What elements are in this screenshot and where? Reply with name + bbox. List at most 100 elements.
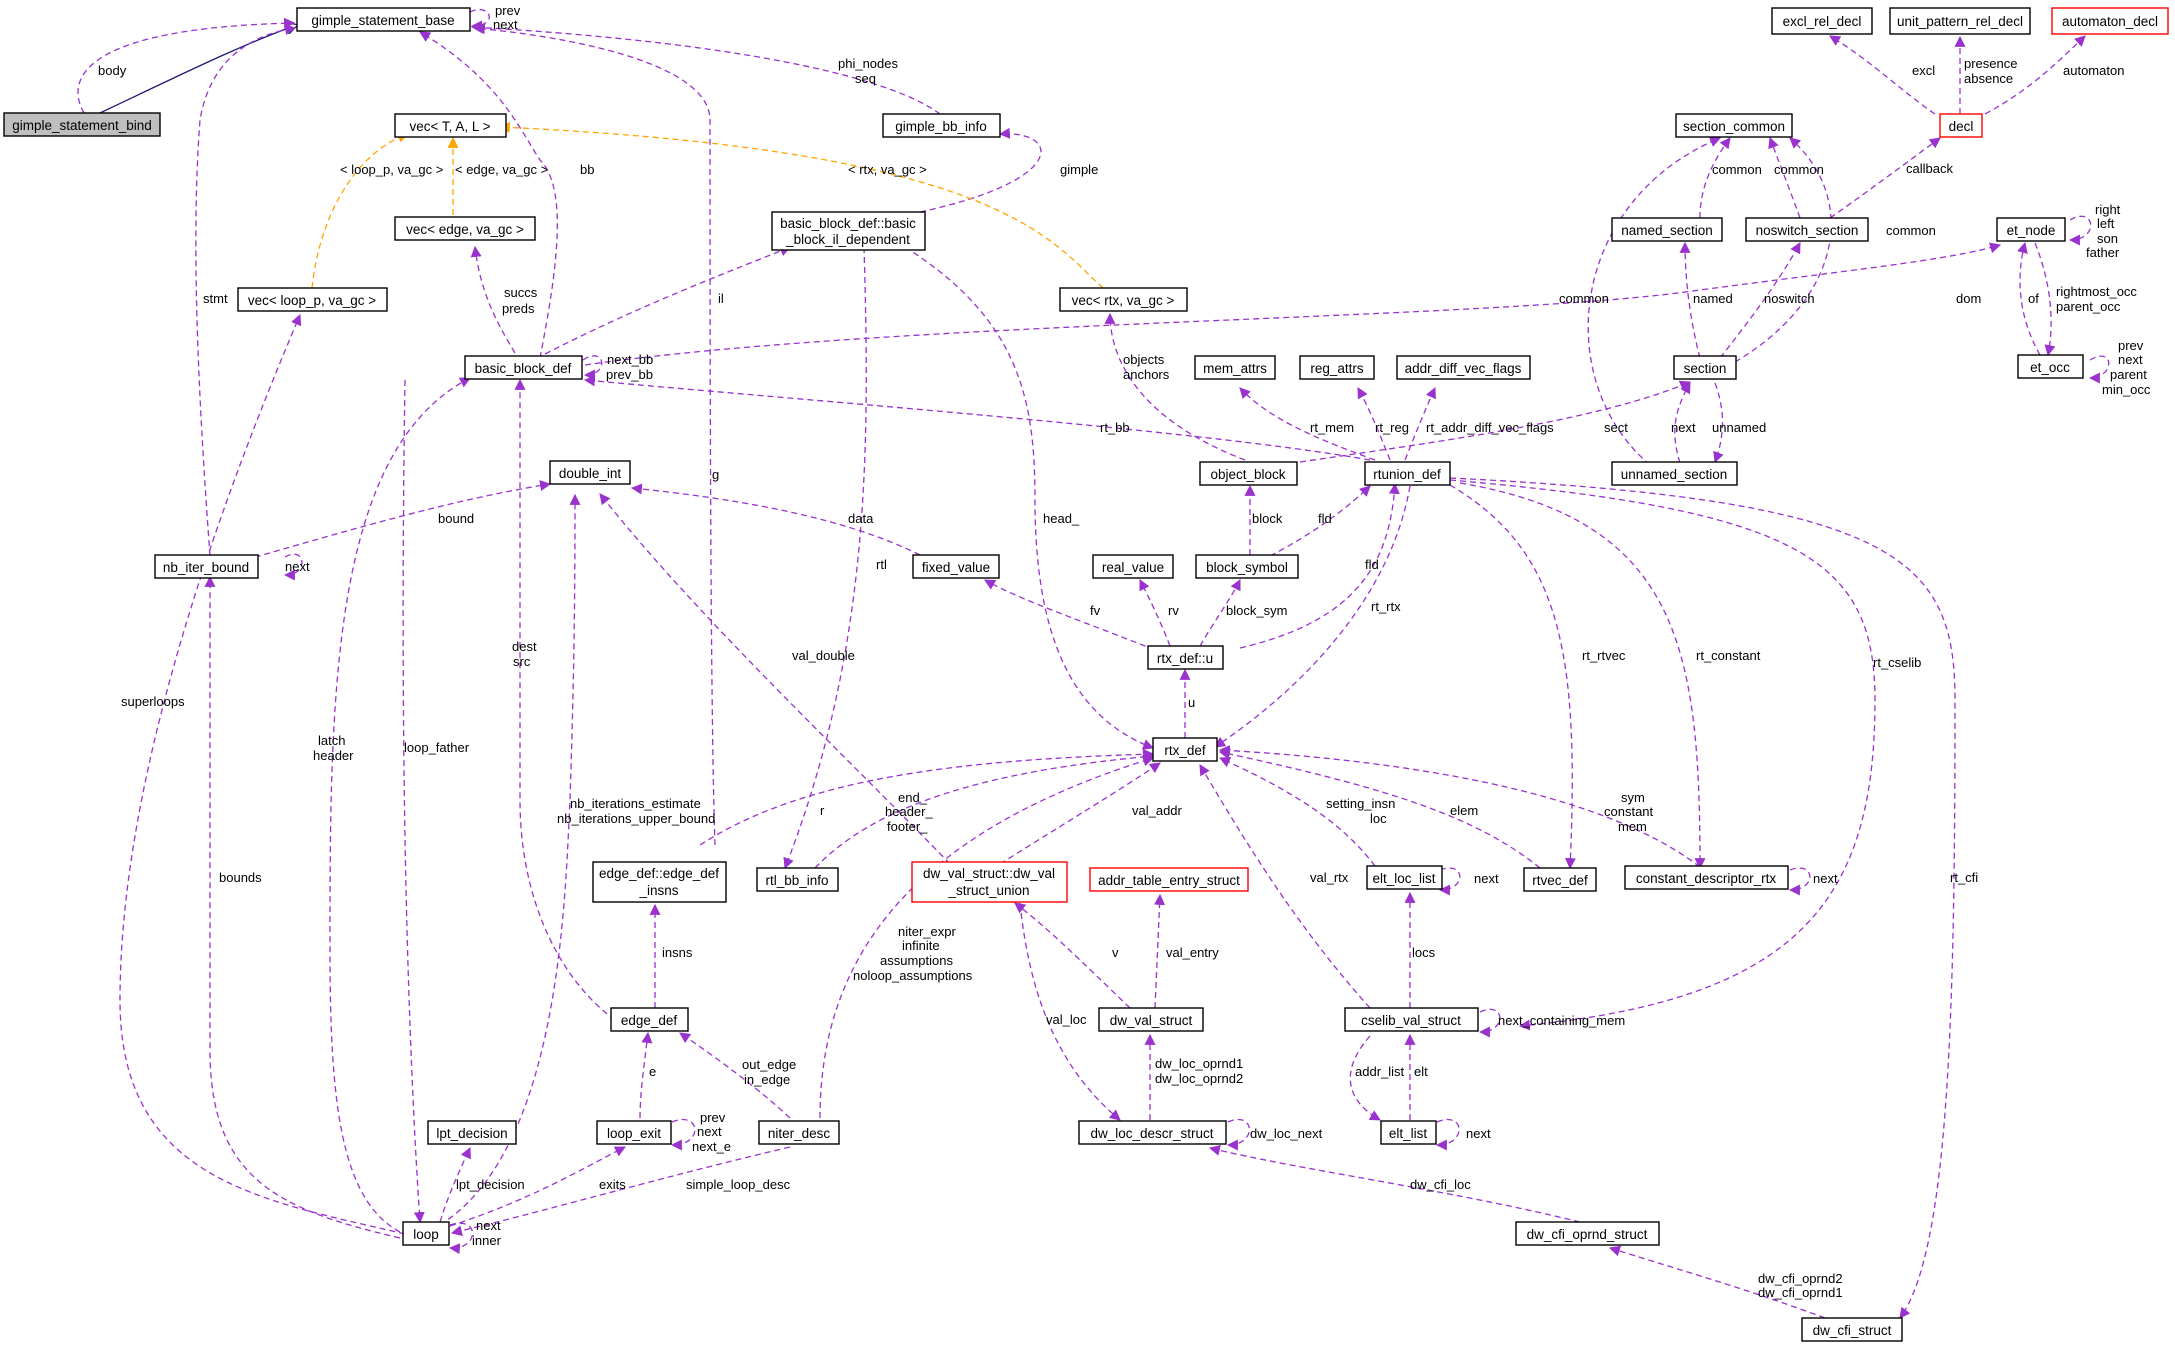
node-loop-exit[interactable]: loop_exit bbox=[596, 1120, 672, 1145]
node-rtl-bb-info[interactable]: rtl_bb_info bbox=[756, 867, 839, 892]
node-lpt-decision[interactable]: lpt_decision bbox=[427, 1120, 517, 1145]
node-decl[interactable]: decl bbox=[1939, 113, 1983, 138]
node-et-node[interactable]: et_node bbox=[1996, 217, 2066, 242]
label-edge-va: < edge, va_gc > bbox=[455, 162, 548, 177]
svg-text:real_value: real_value bbox=[1102, 560, 1164, 575]
node-gimple-statement-base[interactable]: gimple_statement_base bbox=[296, 7, 471, 32]
label-bound: bound bbox=[438, 511, 474, 526]
node-object-block[interactable]: object_block bbox=[1199, 461, 1298, 486]
label-rv: rv bbox=[1168, 603, 1179, 618]
node-block-symbol[interactable]: block_symbol bbox=[1195, 554, 1299, 579]
node-mem-attrs[interactable]: mem_attrs bbox=[1194, 355, 1276, 380]
node-vec-edge[interactable]: vec< edge, va_gc > bbox=[394, 216, 536, 241]
node-named-section[interactable]: named_section bbox=[1611, 217, 1723, 242]
node-section[interactable]: section bbox=[1673, 355, 1737, 380]
edge-rt-constant bbox=[1459, 482, 1706, 870]
label-nb-iter-est: nb_iterations_estimate bbox=[570, 796, 701, 811]
label-nb-next: next bbox=[285, 559, 310, 574]
node-rtx-def-u[interactable]: rtx_def::u bbox=[1147, 645, 1224, 670]
node-vec-loop[interactable]: vec< loop_p, va_gc > bbox=[237, 287, 388, 312]
edge-named bbox=[1679, 241, 1701, 359]
edge-gimple bbox=[919, 127, 1042, 213]
node-rtvec-def[interactable]: rtvec_def bbox=[1523, 867, 1597, 892]
edge-common-unnamed bbox=[1587, 136, 1722, 466]
edge-r bbox=[699, 748, 1155, 846]
svg-text:_struct_union: _struct_union bbox=[947, 883, 1029, 898]
node-loop[interactable]: loop bbox=[402, 1221, 450, 1246]
svg-text:rtx_def::u: rtx_def::u bbox=[1157, 651, 1213, 666]
node-rtx-def[interactable]: rtx_def bbox=[1152, 737, 1218, 762]
node-reg-attrs[interactable]: reg_attrs bbox=[1299, 355, 1375, 380]
svg-text:basic_block_def::basic: basic_block_def::basic bbox=[780, 216, 916, 231]
node-rtunion-def[interactable]: rtunion_def bbox=[1364, 461, 1451, 486]
label-src: src bbox=[513, 654, 531, 669]
edge-rt-bb bbox=[583, 375, 1371, 461]
node-dw-val-struct[interactable]: dw_val_struct bbox=[1098, 1007, 1204, 1032]
label-of: of bbox=[2028, 291, 2039, 306]
label-named: named bbox=[1693, 291, 1733, 306]
label-elem: elem bbox=[1450, 803, 1478, 818]
label-il: il bbox=[718, 291, 724, 306]
label-objects: objects bbox=[1123, 352, 1165, 367]
node-noswitch-section[interactable]: noswitch_section bbox=[1745, 217, 1869, 242]
node-edge-def-insns[interactable]: edge_def::edge_def _insns bbox=[592, 861, 727, 903]
svg-text:unnamed_section: unnamed_section bbox=[1621, 467, 1728, 482]
label-loop-exit-prev: prev bbox=[700, 1110, 726, 1125]
node-automaton-decl[interactable]: automaton_decl bbox=[2051, 7, 2169, 35]
node-basic-block-def[interactable]: basic_block_def bbox=[464, 355, 583, 380]
node-unnamed-section[interactable]: unnamed_section bbox=[1611, 461, 1738, 486]
node-basic-block-il-dependent[interactable]: basic_block_def::basic _block_il_depende… bbox=[771, 211, 926, 251]
edge-cfi-oprnd bbox=[1608, 1245, 1826, 1319]
node-gimple-bb-info[interactable]: gimple_bb_info bbox=[882, 113, 1001, 138]
node-addr-table-entry-struct[interactable]: addr_table_entry_struct bbox=[1089, 867, 1249, 892]
label-loop-inner: inner bbox=[472, 1233, 502, 1248]
node-fixed-value[interactable]: fixed_value bbox=[912, 554, 1000, 579]
node-addr-diff-vec-flags[interactable]: addr_diff_vec_flags bbox=[1396, 355, 1531, 380]
node-vec-t-a-l[interactable]: vec< T, A, L > bbox=[394, 113, 507, 138]
node-section-common[interactable]: section_common bbox=[1675, 113, 1793, 138]
label-loop-exit-next: next bbox=[697, 1124, 722, 1139]
label-rt-rtvec: rt_rtvec bbox=[1582, 648, 1626, 663]
node-edge-def[interactable]: edge_def bbox=[610, 1007, 689, 1032]
label-superloops: superloops bbox=[121, 694, 185, 709]
label-automaton: automaton bbox=[2063, 63, 2124, 78]
node-gimple-statement-bind[interactable]: gimple_statement_bind bbox=[3, 112, 161, 137]
node-elt-loc-list[interactable]: elt_loc_list bbox=[1366, 865, 1443, 890]
node-double-int[interactable]: double_int bbox=[549, 460, 631, 485]
label-phi-nodes: phi_nodes bbox=[838, 56, 898, 71]
label-bounds: bounds bbox=[219, 870, 262, 885]
node-real-value[interactable]: real_value bbox=[1092, 554, 1174, 579]
label-in-edge: in_edge bbox=[744, 1072, 790, 1087]
node-constant-descriptor-rtx[interactable]: constant_descriptor_rtx bbox=[1624, 865, 1789, 890]
label-fv: fv bbox=[1090, 603, 1101, 618]
label-rt-constant: rt_constant bbox=[1696, 648, 1761, 663]
edge-cselib-self bbox=[1478, 1008, 1501, 1038]
node-niter-desc[interactable]: niter_desc bbox=[758, 1120, 840, 1145]
label-sect: sect bbox=[1604, 420, 1628, 435]
edges bbox=[77, 9, 2110, 1319]
node-vec-rtx[interactable]: vec< rtx, va_gc > bbox=[1059, 287, 1188, 312]
svg-text:constant_descriptor_rtx: constant_descriptor_rtx bbox=[1636, 871, 1777, 886]
svg-text:unit_pattern_rel_decl: unit_pattern_rel_decl bbox=[1897, 14, 2023, 29]
node-dw-cfi-oprnd-struct[interactable]: dw_cfi_oprnd_struct bbox=[1515, 1221, 1660, 1246]
label-block-sym: block_sym bbox=[1226, 603, 1287, 618]
label-addr-list: addr_list bbox=[1355, 1064, 1405, 1079]
node-dw-cfi-struct[interactable]: dw_cfi_struct bbox=[1801, 1317, 1903, 1342]
node-dw-val-union[interactable]: dw_val_struct::dw_val _struct_union bbox=[911, 861, 1068, 903]
label-occ-parent: parent bbox=[2110, 367, 2147, 382]
node-cselib-val-struct[interactable]: cselib_val_struct bbox=[1344, 1007, 1479, 1032]
edge-rv bbox=[1139, 579, 1171, 647]
node-unit-pattern-rel-decl[interactable]: unit_pattern_rel_decl bbox=[1889, 7, 2031, 35]
label-occ-prev: prev bbox=[2118, 338, 2144, 353]
node-nb-iter-bound[interactable]: nb_iter_bound bbox=[154, 554, 259, 579]
edge-callback bbox=[1829, 137, 1941, 219]
svg-text:automaton_decl: automaton_decl bbox=[2062, 14, 2158, 29]
node-excl-rel-decl[interactable]: excl_rel_decl bbox=[1771, 7, 1873, 35]
svg-text:named_section: named_section bbox=[1621, 223, 1713, 238]
node-elt-list[interactable]: elt_list bbox=[1380, 1120, 1437, 1145]
node-dw-loc-descr-struct[interactable]: dw_loc_descr_struct bbox=[1078, 1120, 1227, 1145]
label-common-3: common bbox=[1886, 223, 1936, 238]
node-et-occ[interactable]: et_occ bbox=[2017, 354, 2084, 379]
label-val-loc: val_loc bbox=[1046, 1012, 1087, 1027]
label-head: head_ bbox=[1043, 511, 1080, 526]
